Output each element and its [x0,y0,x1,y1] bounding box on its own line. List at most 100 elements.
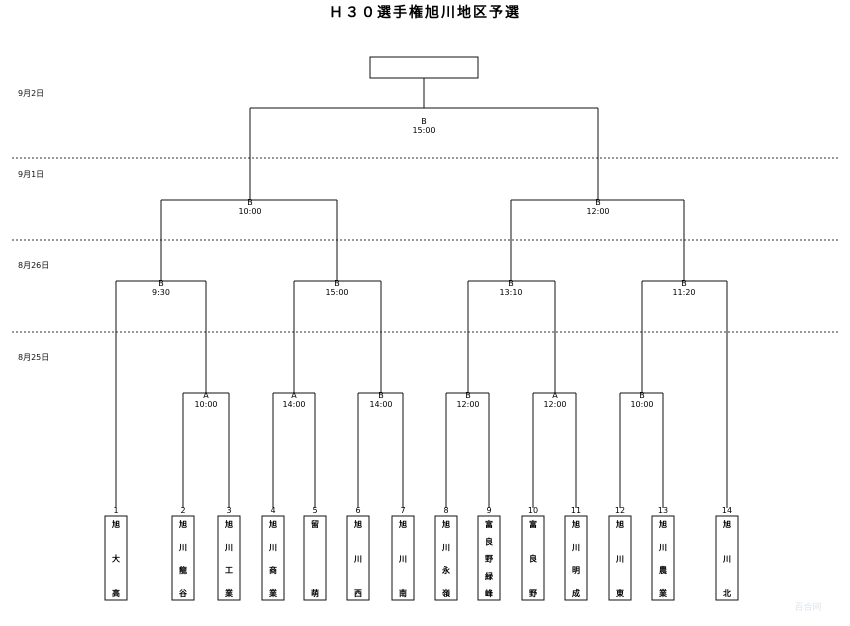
team-seed: 7 [400,506,405,515]
team-name-char: 旭 [353,519,362,529]
team-name-char: 旭 [178,519,187,529]
team-name-char: 旭 [268,519,277,529]
team-name-char: 緑 [485,571,494,581]
team-name-char: 富 [529,519,537,529]
team-seed: 4 [270,506,275,515]
team-name-char: 良 [485,536,493,546]
team-name-char: 川 [398,555,407,564]
team-box [564,515,588,601]
team-box [391,515,415,601]
team-name-char: 業 [658,588,668,598]
watermark: 百合网 [794,601,821,613]
team-name-char: 成 [572,588,580,598]
team-seed: 13 [658,506,668,515]
team-name-char: 旭 [398,519,407,529]
team-name-char: 川 [615,555,624,564]
team-name-char: 萌 [311,588,319,598]
match-time: 10:00 [630,400,653,409]
team-name-char: 川 [353,555,362,564]
team-name-char: 永 [441,565,450,575]
match-time: 15:00 [325,288,348,297]
team-name-char: 川 [178,543,187,552]
match-time: 15:00 [412,126,435,135]
team-name-char: 川 [224,543,233,552]
match-time: 10:00 [238,207,261,216]
team-name-char: 川 [658,543,667,552]
team-name-char: 富 [485,519,493,529]
team-name-char: 野 [485,555,493,564]
team-name-char: 川 [571,543,580,552]
team-seed: 6 [355,506,360,515]
team-name-char: 農 [659,565,667,575]
team-name-char: 嶺 [441,588,451,598]
team-name-char: 高 [112,588,120,598]
page-title: Ｈ３０選手権旭川地区予選 [329,4,521,21]
match-field: B [595,198,601,207]
match-field: B [465,391,471,400]
date-label: 9月1日 [18,170,44,179]
team-seed: 11 [571,506,581,515]
team-name-char: 業 [268,588,278,598]
match-time: 14:00 [369,400,392,409]
team-name-char: 明 [572,566,580,575]
team-name-char: 商 [269,565,277,575]
team-name-char: 南 [399,588,407,598]
match-field: A [552,391,558,400]
date-label: 8月26日 [18,261,49,270]
match-field: B [639,391,645,400]
team-name-char: 良 [529,554,537,564]
team-seed: 12 [615,506,625,515]
match-time: 12:00 [586,207,609,216]
team-name-char: 川 [268,543,277,552]
date-label: 8月25日 [18,353,49,362]
team-box [171,515,195,601]
team-name-char: 野 [529,589,537,598]
team-name-char: 東 [616,588,624,598]
team-name-char: 峰 [485,588,493,598]
match-time: 13:10 [499,288,522,297]
team-name-char: 旭 [658,519,667,529]
match-field: B [247,198,253,207]
match-time: 14:00 [282,400,305,409]
team-name-char: 旭 [441,519,450,529]
team-name-char: 旭 [224,519,233,529]
match-field: B [378,391,384,400]
match-field: A [291,391,297,400]
match-labels: A10:00A14:00B14:00B12:00A12:00B10:00B9:3… [152,117,696,409]
team-name-char: 北 [723,588,731,598]
team-seed: 14 [722,506,732,515]
team-name-char: 川 [441,543,450,552]
match-field: B [681,279,687,288]
team-name-char: 旭 [615,519,624,529]
team-seed: 2 [180,506,185,515]
team-name-char: 留 [311,519,319,529]
match-field: B [334,279,340,288]
team-box [651,515,675,601]
match-time: 9:30 [152,288,170,297]
team-seed: 9 [486,506,491,515]
match-time: 12:00 [456,400,479,409]
team-box [608,515,632,601]
team-box [715,515,739,601]
team-seed: 8 [443,506,448,515]
team-name-char: 旭 [111,519,120,529]
match-field: A [203,391,209,400]
team-box [434,515,458,601]
team-name-char: 西 [354,589,362,598]
team-box [261,515,285,601]
team-box [521,515,545,601]
team-name-char: 旭 [722,519,731,529]
team-name-char: 工 [225,566,233,575]
team-seed: 5 [312,506,317,515]
team-name-char: 旭 [571,519,580,529]
team-name-char: 大 [112,554,120,564]
match-field: B [508,279,514,288]
match-time: 11:20 [672,288,695,297]
team-name-char: 龍 [179,565,187,575]
team-box [104,515,128,601]
team-name-char: 谷 [178,588,188,598]
team-box [217,515,241,601]
